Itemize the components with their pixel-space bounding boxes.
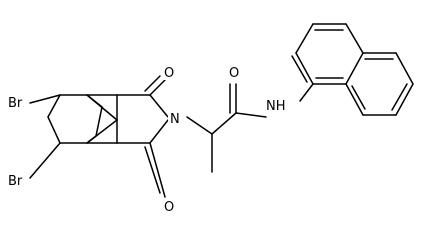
atom-br-top: Br [8, 96, 23, 111]
bond-n4-n5 [345, 23, 364, 54]
atom-o-bottom: O [164, 200, 174, 215]
atom-o-amide: O [229, 66, 239, 81]
bond-bridge-b [95, 106, 103, 137]
bond-n1-n2 [295, 52, 314, 85]
bond-n7-n8 [395, 52, 414, 85]
bond-n1-n2-inner [291, 55, 308, 83]
atom-br-bottom: Br [8, 174, 23, 189]
atom-nh-amide: NH [266, 99, 286, 114]
structure-svg: Br Br O O O N NH [7, 23, 414, 215]
bond-nh-naph [299, 83, 314, 102]
bond-n8-n9 [395, 83, 414, 116]
bond-n10-n6 [345, 83, 364, 116]
bond-n-ch [186, 116, 213, 135]
bond-carbonyl1-n [149, 94, 169, 118]
bond-c1-c2 [47, 94, 61, 118]
bond-co-bottom-a [149, 142, 166, 198]
norbornane-core [47, 94, 118, 144]
atom-o-top: O [164, 66, 174, 81]
bond-camide-nh [235, 112, 267, 118]
bond-ch-camide [211, 112, 237, 135]
molecule-drawing: Br Br O O O N NH [7, 23, 414, 215]
bond-c2-br [29, 94, 61, 104]
bond-bridge-a [86, 94, 103, 108]
bond-co-top-a [149, 79, 166, 96]
bond-carbonyl2-n [149, 119, 169, 144]
bond-c6-br [29, 142, 61, 179]
imide-ring [86, 94, 169, 144]
bond-bridge-c [86, 135, 97, 144]
bond-co-top-b [144, 75, 161, 92]
bond-n10-n6-inner [351, 85, 366, 110]
bond-n5-n6 [345, 52, 364, 85]
bond-co-bottom-b [144, 146, 161, 194]
bond-c6-c1 [47, 116, 61, 144]
bond-n8-n9-inner [391, 83, 408, 111]
naphthalene [291, 23, 414, 116]
bond-n2-n3 [295, 23, 314, 54]
atom-n-imide: N [170, 112, 180, 127]
